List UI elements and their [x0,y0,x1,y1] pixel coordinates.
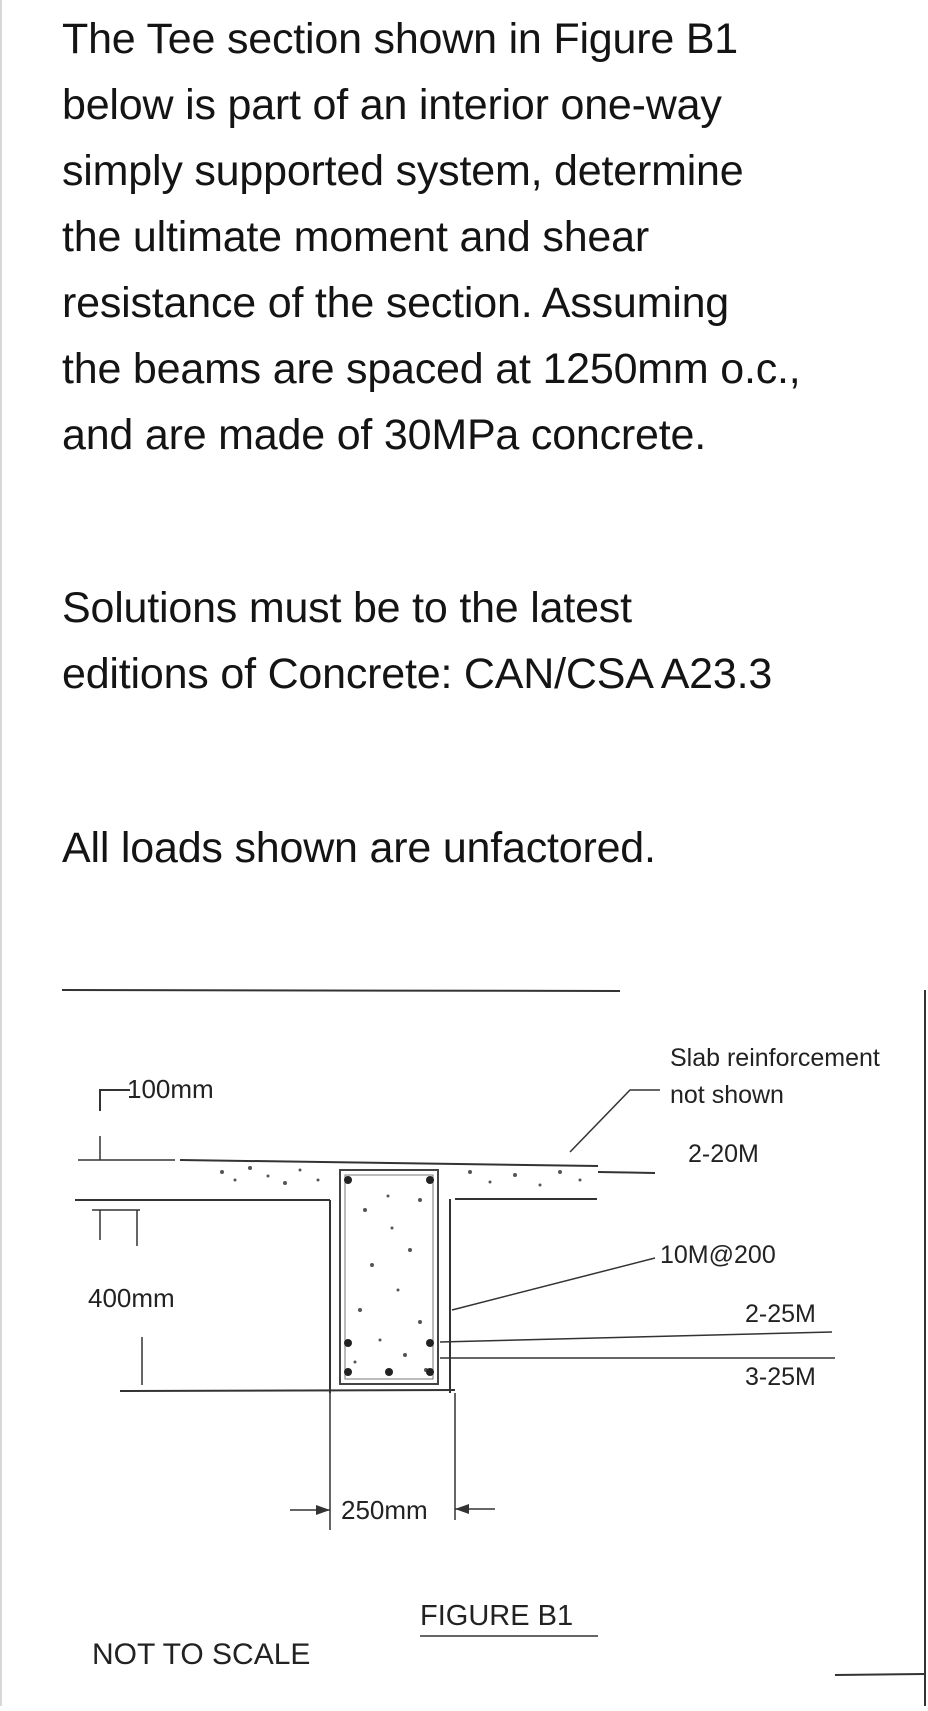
top-bar-left [344,1176,352,1184]
stirrup-leader [451,1257,656,1311]
web-width-label: 250mm [341,1495,428,1525]
question-paragraph-code: Solutions must be to the latest editions… [62,584,773,698]
slab-top-edge-right [597,1171,656,1174]
figure-b1: 100mm [0,960,928,1706]
slab-note-leader [569,1089,660,1153]
slab-note-line1: Slab reinforcement [670,1044,880,1072]
bottom-bar-upper-right [426,1339,434,1347]
upper-bars-leader [439,1331,833,1343]
bottom-bar-lower-right [426,1368,434,1376]
not-to-scale-note: NOT TO SCALE [92,1638,310,1671]
stirrup-label: 10M@200 [660,1241,776,1269]
figure-bottom-border [834,1673,926,1676]
figure-top-border [61,989,621,992]
web-width-arrowhead-right [455,1504,469,1514]
top-bar-right [426,1176,434,1184]
rebar-dots [344,1176,434,1376]
lower-bottom-bars-label: 3-25M [745,1363,816,1391]
question-paragraph-problem: The Tee section shown in Figure B1 below… [62,15,801,459]
web-bottom-edge [119,1389,456,1392]
bottom-bar-upper-left [344,1339,352,1347]
tee-section-drawing: 100mm [61,989,926,1706]
page-left-edge [0,0,2,1706]
question-paragraph-loads: All loads shown are unfactored. [62,824,656,872]
top-bars-label: 2-20M [688,1140,759,1168]
slab-note-line2: not shown [670,1081,784,1109]
stirrup-10m [339,1169,439,1385]
slab-top-edge [179,1159,599,1167]
concrete-aggregate [220,1166,582,1372]
bottom-bar-lower-mid [385,1368,393,1376]
stirrup-inner [344,1174,434,1380]
figure-caption: FIGURE B1 [420,1600,573,1632]
bottom-bar-lower-left [344,1368,352,1376]
upper-bottom-bars-label: 2-25M [745,1300,816,1328]
web-width-arrowhead-left [316,1505,330,1515]
web-depth-label: 400mm [88,1283,175,1313]
slab-thickness-label: 100mm [127,1074,214,1104]
slab-dim-extension [99,1089,130,1111]
